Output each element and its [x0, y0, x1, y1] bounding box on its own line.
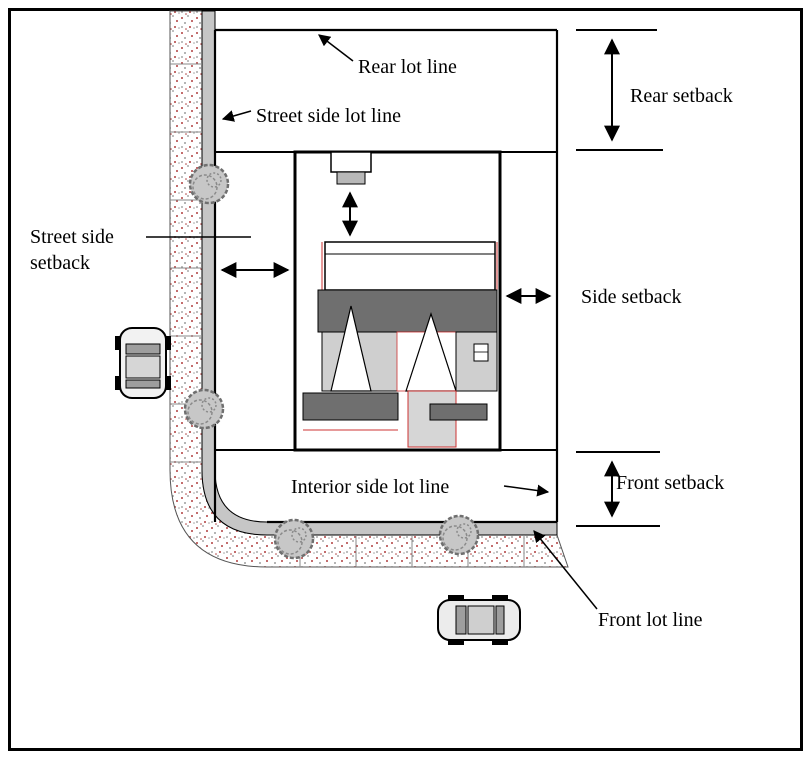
car-rear-window [125, 379, 161, 389]
curb [201, 10, 558, 536]
car-wheel [448, 639, 464, 645]
car-wheel [492, 595, 508, 601]
car-wheel [165, 376, 171, 390]
house [302, 241, 498, 448]
front-lot-line-leader [533, 530, 598, 610]
rear-lot-line-leader [318, 34, 354, 62]
street-side-lot-line-label: Street side lot line [256, 105, 401, 127]
rear-projection-top [330, 151, 372, 173]
car-windshield [455, 605, 467, 635]
setback-lines [215, 150, 557, 452]
front-setback-label: Front setback [616, 472, 724, 494]
tree-inner [201, 397, 217, 413]
house-gable-left [330, 305, 372, 392]
tree [188, 163, 230, 205]
car-wheel [115, 336, 121, 350]
tree-inner [206, 172, 222, 188]
side-setback-label: Side setback [581, 286, 682, 308]
house-main-roof-dark [317, 289, 498, 333]
tree [183, 388, 225, 430]
leader-lines [146, 34, 598, 610]
street-side-lot-line-leader [221, 110, 252, 122]
tree [273, 518, 315, 560]
rear-setback-label: Rear setback [630, 85, 733, 107]
car-wheel [448, 595, 464, 601]
car-front-street [437, 595, 521, 645]
car-roof [125, 355, 161, 379]
tree-inner [291, 527, 307, 543]
interior-side-lot-line-label: Interior side lot line [291, 476, 449, 498]
street-side-setback-label-line1: Street side [30, 226, 114, 248]
house-window-detail [473, 343, 489, 362]
rear-projection [330, 151, 372, 185]
tree [438, 514, 480, 556]
dimension-ticks [576, 29, 663, 527]
car-wheel [115, 376, 121, 390]
house-rear-block [324, 241, 496, 291]
car-windshield [125, 343, 161, 355]
rear-projection-base [336, 171, 366, 185]
car-rear-window [495, 605, 505, 635]
front-lot-line-label: Front lot line [598, 609, 703, 631]
sidewalk-joints-vertical [170, 63, 202, 463]
street-side-setback-label-line2: setback [30, 252, 90, 274]
buildable-area [293, 150, 502, 452]
dimension-arrows [220, 38, 620, 518]
house-front-roof-dark-left [302, 392, 399, 421]
car-wheel [492, 639, 508, 645]
car-street-side [115, 327, 171, 399]
diagram-frame [8, 8, 803, 751]
interior-side-lot-line-leader [503, 484, 550, 497]
trees [183, 163, 480, 560]
rear-lot-line-label: Rear lot line [358, 56, 457, 78]
tree-inner [456, 523, 472, 539]
lot-lines [213, 28, 559, 524]
house-front-roof-dark-right [429, 403, 488, 421]
car-wheel [165, 336, 171, 350]
car-roof [467, 605, 495, 635]
